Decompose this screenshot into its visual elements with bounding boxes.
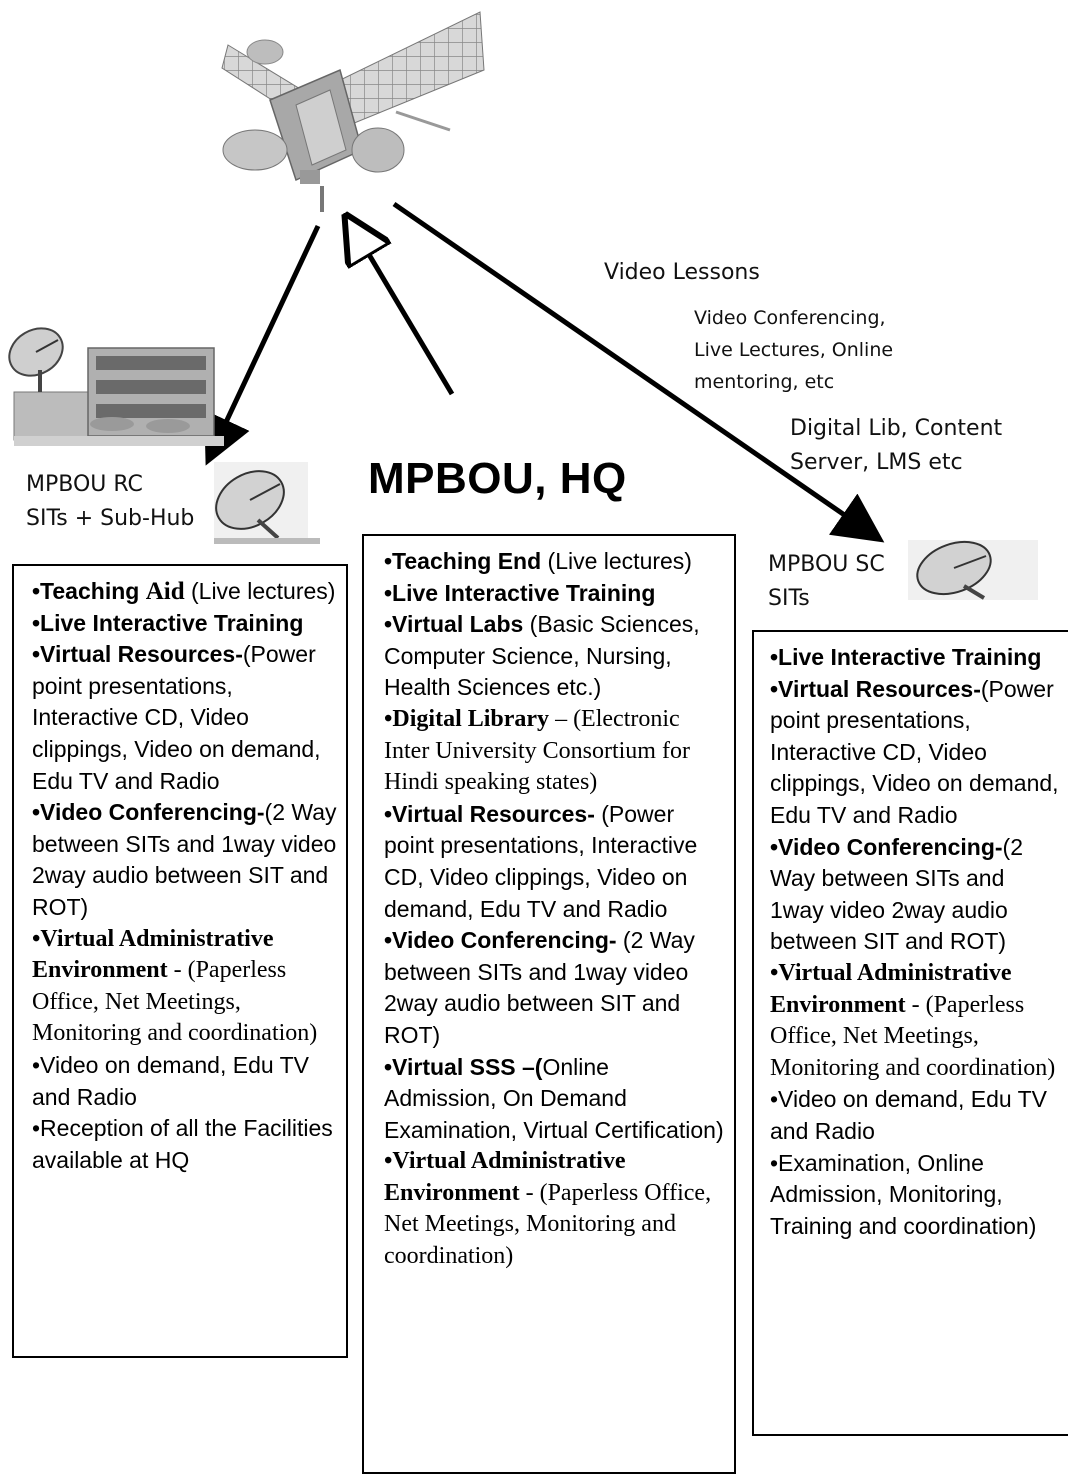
list-item: •Virtual Administrative Environment - (P… (32, 924, 338, 1050)
item-text: (Power point presentations, Interactive … (384, 800, 698, 922)
list-item: •Virtual Administrative Environment - (P… (770, 958, 1064, 1084)
list-item: •Live Interactive Training (32, 608, 338, 640)
list-item: •Digital Library – (Electronic Inter Uni… (384, 704, 726, 799)
item-heading: •Digital Library (384, 705, 550, 732)
item-text: – (Electronic Inter University Consortiu… (384, 705, 690, 796)
rc-label-line2: SITs + Sub-Hub (26, 506, 195, 531)
item-heading: •Live Interactive Training (32, 609, 304, 636)
item-text: Online Admission, On Demand Examination,… (384, 1053, 724, 1143)
sc-services-list: •Live Interactive Training •Virtual Resou… (770, 642, 1064, 1242)
rc-label-line1: MPBOU RC (26, 472, 143, 497)
rc-site-label: MPBOU RC SITs + Sub-Hub (26, 468, 194, 536)
item-text: •Video on demand, Edu TV and Radio (770, 1086, 1048, 1144)
dish-antenna-icon (214, 462, 320, 544)
hq-title: MPBOU, HQ (368, 454, 627, 503)
item-text: (2 Way between SITs and 1way video 2way … (384, 927, 695, 1048)
item-heading: •Virtual Administrative Environment (384, 1148, 626, 1206)
item-text: - (Paperless Office, Net Meetings, Monit… (770, 991, 1056, 1081)
list-item: •Teaching End (Live lectures) (384, 546, 726, 578)
vc-label-line1: Video Conferencing, (694, 307, 886, 329)
item-heading: •Virtual Resources- (32, 641, 243, 668)
item-text: (Live lectures) (541, 548, 692, 574)
item-text: (2 Way between SITs and 1way video 2way … (770, 833, 1023, 955)
list-item: •Video on demand, Edu TV and Radio (32, 1050, 338, 1113)
item-heading: •Virtual Labs (384, 611, 524, 638)
vc-label-line2: Live Lectures, Online (694, 339, 894, 361)
item-text: •Reception of all the Facilities availab… (32, 1115, 333, 1173)
arrow-sat-to-rc (204, 224, 321, 466)
list-item: •Virtual Labs (Basic Sciences, Computer … (384, 609, 726, 704)
list-item: •Video Conferencing-(2 Way between SITs … (32, 797, 338, 923)
rc-services-list: •Teaching Aid (Live lectures) •Live Inte… (32, 576, 338, 1176)
list-item: •Examination, Online Admission, Monitori… (770, 1148, 1064, 1243)
list-item: •Live Interactive Training (384, 578, 726, 610)
sc-label-line2: SITs (768, 586, 810, 611)
item-heading: •Virtual Administrative Environment (32, 925, 274, 984)
item-text: - (Paperless Office, Net Meetings, Monit… (32, 957, 318, 1047)
rc-services-box: •Teaching Aid (Live lectures) •Live Inte… (12, 564, 348, 1358)
list-item: •Virtual SSS –(Online Admission, On Dema… (384, 1052, 726, 1147)
item-text: - (Paperless Office, Net Meetings, Monit… (384, 1179, 712, 1270)
item-heading: •Virtual Resources- (384, 800, 595, 827)
item-heading: •Video Conferencing- (770, 833, 1003, 860)
list-item: •Virtual Resources-(Power point presenta… (770, 674, 1064, 832)
item-heading: •Video Conferencing- (384, 927, 617, 954)
item-heading-aid: Aid (145, 578, 185, 605)
item-text: (Power point presentations, Interactive … (32, 641, 321, 794)
item-heading: •Video Conferencing- (32, 799, 265, 826)
list-item: •Virtual Resources- (Power point present… (384, 799, 726, 925)
list-item: •Live Interactive Training (770, 642, 1064, 674)
building-icon (13, 347, 224, 446)
item-text: (2 Way between SITs and 1way video 2way … (32, 799, 337, 920)
dish-antenna-icon (908, 540, 1038, 600)
list-item: •Video Conferencing-(2 Way between SITs … (770, 832, 1064, 958)
sc-services-box: •Live Interactive Training •Virtual Resou… (752, 630, 1068, 1436)
arrow-sat-to-sc (392, 201, 885, 543)
sc-label-line1: MPBOU SC (768, 552, 885, 577)
item-heading: •Virtual Administrative Environment (770, 959, 1012, 1018)
sc-site-label: MPBOU SC SITs (768, 548, 885, 616)
item-text: •Examination, Online Admission, Monitori… (770, 1149, 1037, 1239)
satellite-icon (221, 11, 485, 212)
item-text: (Power point presentations, Interactive … (770, 675, 1059, 828)
digital-lib-label-line2: Server, LMS etc (790, 450, 963, 475)
hq-services-list: •Teaching End (Live lectures)•Live Inter… (384, 546, 726, 1273)
item-text: (Basic Sciences, Computer Science, Nursi… (384, 611, 700, 701)
digital-lib-label-line1: Digital Lib, Content (790, 416, 1003, 441)
list-item: •Teaching Aid (Live lectures) (32, 576, 338, 608)
item-heading: •Live Interactive Training (770, 644, 1042, 670)
dish-antenna-icon (8, 327, 64, 392)
video-lessons-label: Video Lessons (604, 260, 760, 285)
arrow-hq-to-sat (352, 226, 455, 396)
list-item: •Reception of all the Facilities availab… (32, 1113, 338, 1176)
vc-label-line3: mentoring, etc (694, 371, 835, 393)
item-text: •Video on demand, Edu TV and Radio (32, 1051, 310, 1110)
item-heading: •Virtual Resources- (770, 675, 981, 702)
list-item: •Virtual Administrative Environment - (P… (384, 1146, 726, 1272)
list-item: •Video on demand, Edu TV and Radio (770, 1084, 1064, 1147)
item-heading: •Live Interactive Training (384, 579, 656, 606)
item-heading: •Teaching End (384, 548, 542, 574)
hq-services-box: •Teaching End (Live lectures)•Live Inter… (362, 534, 736, 1474)
list-item: •Virtual Resources-(Power point presenta… (32, 639, 338, 797)
item-heading: •Teaching (32, 578, 146, 604)
item-heading: •Virtual SSS –( (384, 1053, 543, 1080)
list-item: •Video Conferencing- (2 Way between SITs… (384, 925, 726, 1051)
item-text: (Live lectures) (184, 578, 336, 604)
